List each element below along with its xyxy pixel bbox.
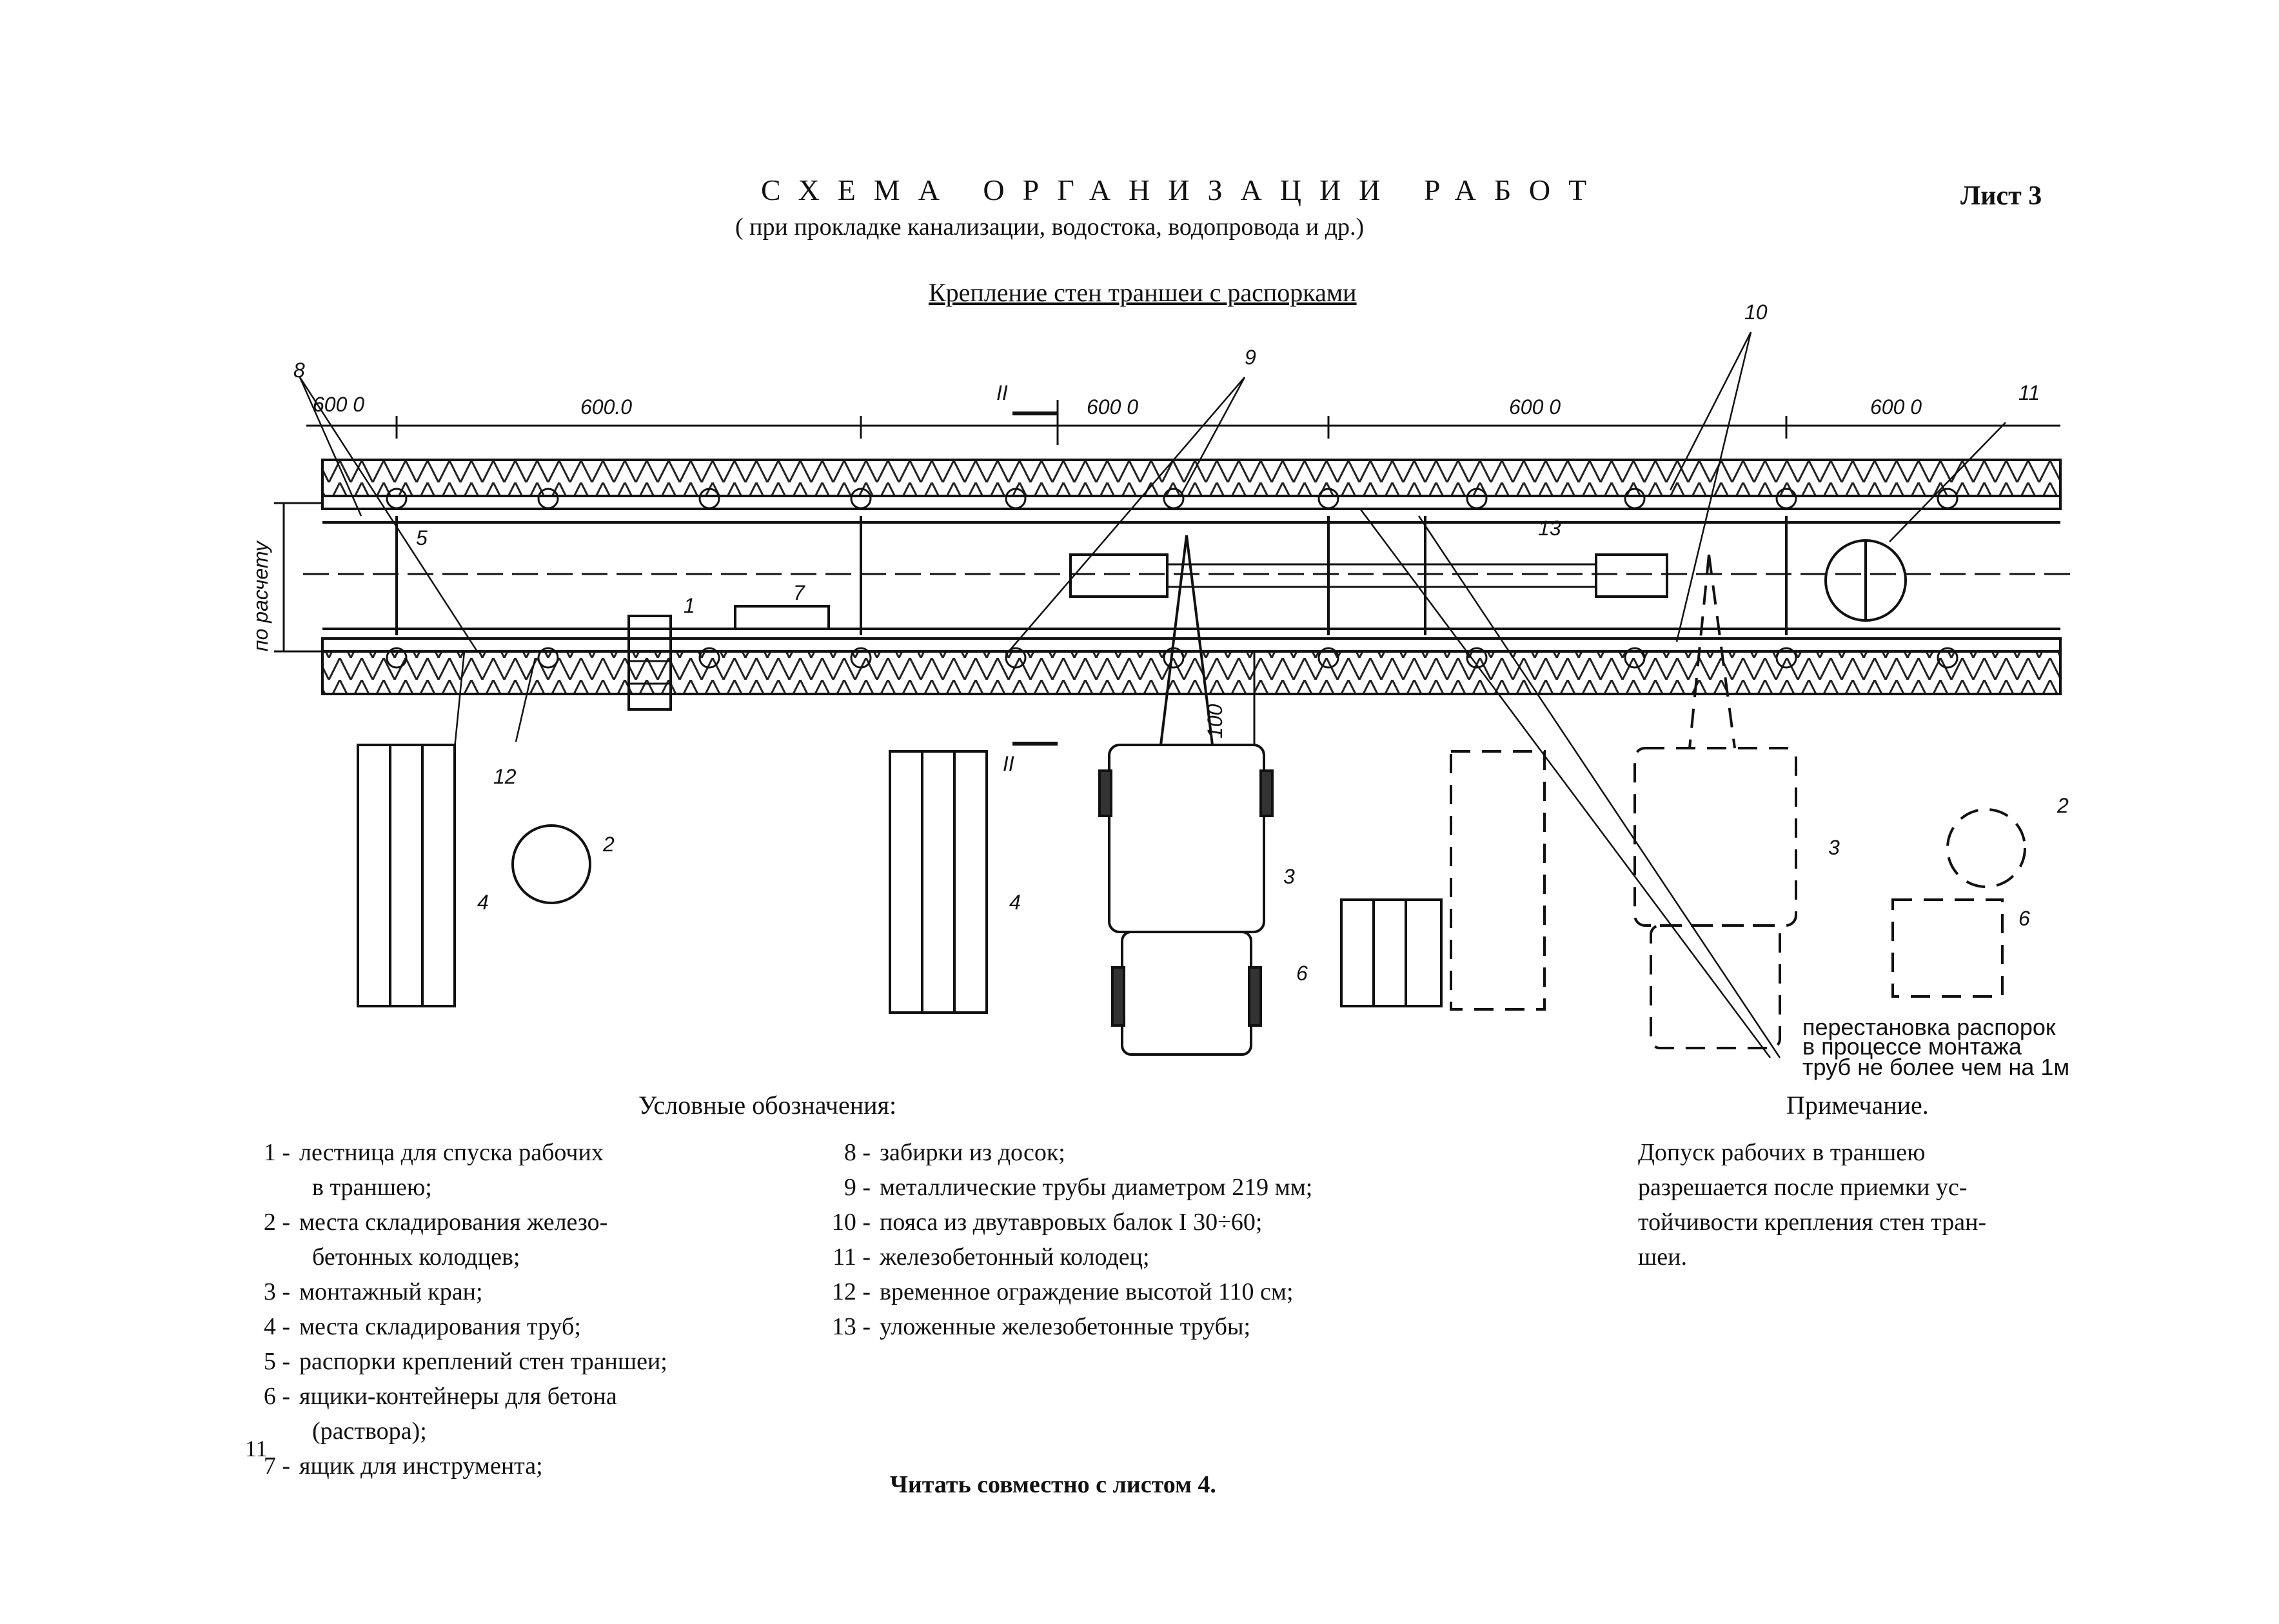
note-title: Примечание. <box>1786 1091 1929 1120</box>
trench-bottom-band <box>321 650 2062 695</box>
section-mark-top: II <box>996 381 1008 404</box>
note-line: Допуск рабочих в траншею <box>1638 1139 1926 1166</box>
pipe-stack <box>889 750 988 1014</box>
legend-item: 13 -уложенные железобетонные трубы; <box>831 1313 1251 1340</box>
trench-top-band <box>321 459 2062 497</box>
footer-reference: Читать совместно с листом 4. <box>890 1471 1216 1498</box>
legend-item: 10 -пояса из двутавровых балок I 30÷60; <box>831 1209 1263 1236</box>
callout-10: 10 <box>1744 301 1768 324</box>
legend-item: 3 -монтажный кран; <box>263 1278 483 1305</box>
side-note-line-3: труб не более чем на 1м <box>1802 1054 2069 1080</box>
pipe-stack <box>357 744 456 1007</box>
note-text: Допуск рабочих в траншею разрешается пос… <box>1638 1135 1986 1274</box>
legend-title: Условные обозначения: <box>638 1091 897 1120</box>
callout-5: 5 <box>416 526 428 550</box>
note-line: тойчивости крепления стен тран- <box>1638 1209 1987 1236</box>
legend-item: 9 -металлические трубы диаметром 219 мм; <box>844 1174 1313 1201</box>
callout-4b: 4 <box>1009 891 1021 914</box>
crane-reach-label: 100 <box>1203 704 1227 738</box>
legend-item: 2 -места складирования железо- <box>263 1209 608 1236</box>
legend-item: 5 -распорки креплений стен траншеи; <box>263 1348 667 1375</box>
pipe-section <box>1069 553 1169 598</box>
legend-item: 8 -забирки из досок; <box>844 1139 1065 1166</box>
tool-box <box>734 605 830 630</box>
legend-column-1: 1 -лестница для спуска рабочих в траншею… <box>245 1135 667 1483</box>
depth-label: по расчету <box>249 540 272 651</box>
sheet-number: Лист 3 <box>1960 181 2042 211</box>
legend-column-2: 8 -забирки из досок; 9 -металлические тр… <box>825 1135 1312 1344</box>
legend-item: 6 -ящики-контейнеры для бетона <box>263 1383 617 1410</box>
section-mark-bottom: II <box>1003 752 1014 775</box>
callout-8: 8 <box>293 359 305 382</box>
callout-3b: 3 <box>1828 836 1840 859</box>
legend-item: 11 -железобетонный колодец; <box>833 1243 1150 1271</box>
callout-6a: 6 <box>1296 962 1308 985</box>
callout-3a: 3 <box>1283 865 1295 888</box>
legend-item: 1 -лестница для спуска рабочих <box>263 1139 604 1166</box>
dim-2: 600.0 <box>580 395 632 419</box>
callout-9: 9 <box>1245 346 1256 369</box>
callout-2a: 2 <box>602 833 615 856</box>
drawing-title: СХЕМА ОРГАНИЗАЦИИ РАБОТ <box>761 173 1605 206</box>
mobile-crane <box>1108 744 1265 933</box>
note-line: шеи. <box>1638 1243 1687 1271</box>
top-waling <box>321 495 2062 510</box>
side-note-line-2: в процессе монтажа <box>1802 1033 2022 1060</box>
dim-5: 600 0 <box>1870 395 1922 419</box>
pipe-section <box>1595 553 1668 598</box>
callout-2b: 2 <box>2057 794 2069 817</box>
bottom-waling <box>321 637 2062 653</box>
callout-13: 13 <box>1538 517 1561 540</box>
callout-12: 12 <box>493 765 517 788</box>
well-storage <box>511 824 591 904</box>
ladder <box>627 615 672 711</box>
drawing-subtitle: ( при прокладке канализации, водостока, … <box>735 213 1365 241</box>
legend-item-continuation: бетонных колодцев; <box>312 1243 520 1271</box>
callout-1: 1 <box>684 594 695 617</box>
legend-item-continuation: в траншею; <box>312 1174 432 1201</box>
dim-1: 600 0 <box>313 393 364 416</box>
callout-11: 11 <box>2018 381 2040 404</box>
callout-4a: 4 <box>477 891 489 914</box>
legend-item: 4 -места складирования труб; <box>263 1313 581 1340</box>
side-note-line-1: перестановка распорок <box>1802 1014 2056 1040</box>
legend-item-continuation: (раствора); <box>312 1418 427 1445</box>
note-line: разрешается после приемки ус- <box>1638 1174 1968 1201</box>
legend-item: 7 -ящик для инструмента; <box>263 1452 543 1480</box>
callout-6b: 6 <box>2018 907 2030 930</box>
well-storage-next <box>1946 808 2026 888</box>
concrete-container <box>1340 898 1443 1007</box>
side-mark: 11 <box>245 1436 268 1461</box>
legend-item: 12 -временное ограждение высотой 110 см; <box>831 1278 1294 1305</box>
callout-7: 7 <box>793 581 805 604</box>
dim-4: 600 0 <box>1509 395 1561 419</box>
dim-3: 600 0 <box>1087 395 1138 419</box>
drawing-caption: Крепление стен траншеи с распорками <box>929 278 1357 307</box>
